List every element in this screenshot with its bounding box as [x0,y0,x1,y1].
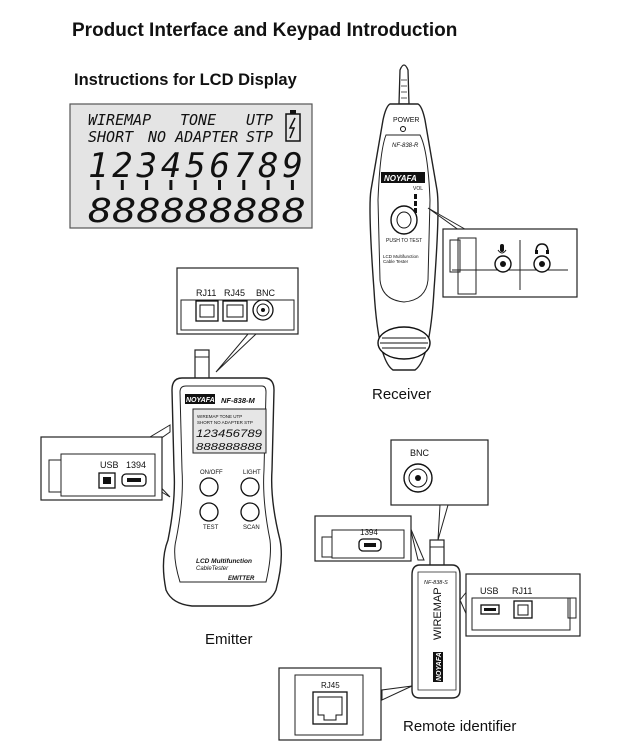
scan-button[interactable] [240,502,260,522]
port-1394-label: 1394 [126,460,146,470]
svg-text:NOYAFA: NOYAFA [186,397,215,404]
svg-text:NOYAFA: NOYAFA [436,652,443,681]
receiver-volume-label: VOL [413,186,423,192]
emitter-brand-logo: NOYAFA [185,394,215,404]
headphone-port [533,255,551,273]
on-off-button[interactable] [199,477,219,497]
emitter-desc-line-1: LCD Multifunction [196,558,252,565]
receiver-desc-line-2: Cable Tester [383,259,409,264]
on-off-label: ON/OFF [200,470,223,476]
svg-text:NOYAFA: NOYAFA [384,174,417,183]
emitter-caption: Emitter [205,631,253,648]
remote-model-label: NF-838-S [424,580,448,586]
mini-lcd-eights: 888888888 [196,442,263,453]
receiver-brand-logo: NOYAFA [381,172,425,183]
remote-bnc-label: BNC [410,448,430,458]
headphone-icon [535,243,549,254]
remote-wiremap-label: WIREMAP [432,587,444,640]
remote-rj11-port[interactable] [513,600,533,619]
remote-rj45-label: RJ45 [321,681,340,690]
remote-usb-port[interactable] [480,604,500,615]
receiver-desc-line-1: LCD Multifunction [383,254,419,259]
speaker-grille-icon [377,326,431,360]
receiver-model-label: NF-838-R [392,143,419,149]
port-1394[interactable] [121,473,147,487]
push-to-test-button[interactable] [390,205,418,235]
light-label: LIGHT [243,470,261,476]
test-button[interactable] [199,502,219,522]
lcd-section-title: Instructions for LCD Display [74,71,297,89]
port-rj11-label: RJ11 [196,288,216,298]
port-rj45-label: RJ45 [224,288,245,298]
remote-port-1394[interactable] [358,538,382,552]
usb-port[interactable] [98,472,116,489]
mini-lcd-row-1: WIREMAP TONE UTP [197,414,242,419]
rj11-port[interactable] [195,300,219,322]
remote-1394-label: 1394 [360,528,378,537]
test-label: TEST [203,525,219,531]
usb-label: USB [100,460,119,470]
bnc-port[interactable] [252,299,274,321]
rj45-port[interactable] [222,300,248,322]
light-button[interactable] [240,477,260,497]
push-to-test-label: PUSH TO TEST [386,238,422,244]
remote-rj11-label: RJ11 [512,586,532,596]
scan-label: SCAN [243,525,260,531]
page-title: Product Interface and Keypad Introductio… [72,20,458,41]
remote-brand-logo: NOYAFA [433,652,443,682]
remote-bnc-port[interactable] [403,463,433,493]
receiver-caption: Receiver [372,386,432,403]
remote-usb-label: USB [480,586,499,596]
microphone-icon [497,244,507,254]
power-led-icon [400,126,406,132]
receiver-power-label: POWER [393,117,419,124]
emitter-plate-label: EMITTER [228,576,255,582]
port-bnc-label: BNC [256,288,276,298]
remote-identifier-caption: Remote identifier [403,718,517,735]
microphone-port [494,255,512,273]
volume-bar-icon [414,194,417,213]
emitter-desc-line-2: CableTester [196,566,229,572]
mini-lcd-digits: 123456789 [196,428,262,440]
remote-rj45-port[interactable] [312,691,348,725]
emitter-model-label: NF-838-M [221,396,256,405]
mini-lcd-row-2: SHORT NO ADAPTER STP [197,420,253,425]
